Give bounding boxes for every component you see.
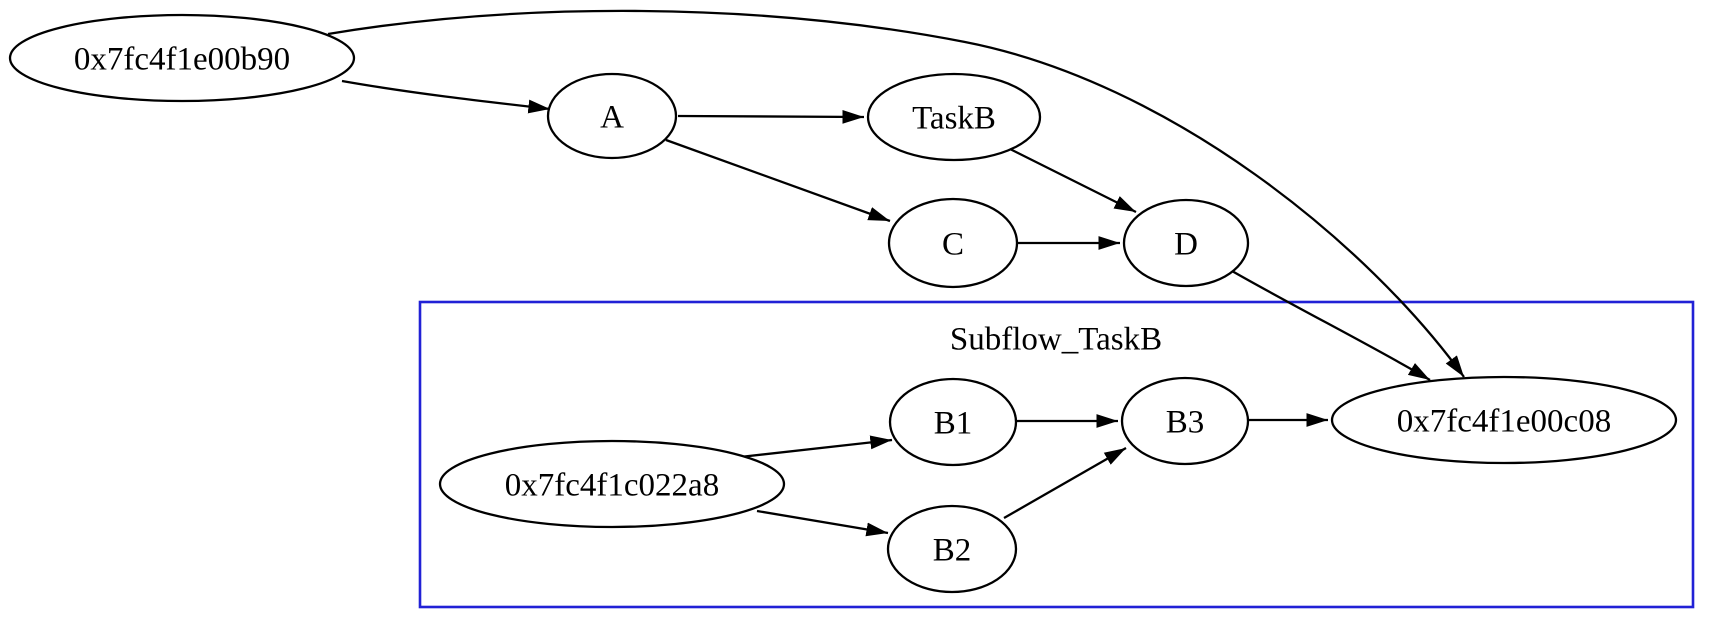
node-ellipse-c022a8 bbox=[438, 439, 786, 529]
node-ellipse-e00b90 bbox=[8, 13, 356, 103]
edge-e00b90-to-A bbox=[341, 79, 551, 114]
subflow-cluster-box bbox=[418, 300, 1695, 609]
node-TaskB: TaskB bbox=[866, 72, 1042, 162]
node-ellipse-B1 bbox=[888, 377, 1018, 467]
node-e00c08: 0x7fc4f1e00c08 bbox=[1330, 375, 1678, 465]
edge-A-to-TaskB bbox=[677, 109, 865, 124]
edge-A-to-C bbox=[665, 138, 891, 223]
node-label-e00b90: 0x7fc4f1e00b90 bbox=[74, 42, 290, 78]
edge-D-to-e00c08 bbox=[1231, 270, 1431, 381]
node-B1: B1 bbox=[888, 377, 1018, 467]
node-label-C: C bbox=[942, 227, 964, 263]
node-label-c022a8: 0x7fc4f1c022a8 bbox=[505, 468, 719, 504]
node-c022a8: 0x7fc4f1c022a8 bbox=[438, 439, 786, 529]
node-ellipse-B2 bbox=[886, 504, 1018, 594]
node-label-D: D bbox=[1174, 227, 1198, 263]
node-label-TaskB: TaskB bbox=[912, 101, 996, 137]
node-D: D bbox=[1122, 198, 1250, 288]
edge-B2-to-B3 bbox=[1003, 447, 1127, 519]
node-label-B1: B1 bbox=[934, 406, 973, 442]
edge-e00b90-to-e00c08 bbox=[327, 9, 1465, 378]
node-ellipse-C bbox=[887, 197, 1019, 289]
node-B3: B3 bbox=[1120, 376, 1250, 466]
node-C: C bbox=[887, 197, 1019, 289]
subflow-cluster-label: Subflow_TaskB bbox=[950, 322, 1162, 358]
edge-TaskB-to-D bbox=[1009, 147, 1137, 214]
node-label-A: A bbox=[600, 100, 624, 136]
edge-c022a8-to-B2 bbox=[756, 509, 889, 537]
node-B2: B2 bbox=[886, 504, 1018, 594]
node-ellipse-A bbox=[546, 72, 678, 160]
node-ellipse-TaskB bbox=[866, 72, 1042, 162]
edge-c022a8-to-B1 bbox=[739, 435, 893, 459]
node-ellipse-D bbox=[1122, 198, 1250, 288]
node-ellipse-e00c08 bbox=[1330, 375, 1678, 465]
node-A: A bbox=[546, 72, 678, 160]
node-e00b90: 0x7fc4f1e00b90 bbox=[8, 13, 356, 103]
node-label-e00c08: 0x7fc4f1e00c08 bbox=[1397, 404, 1611, 440]
node-ellipse-B3 bbox=[1120, 376, 1250, 466]
node-label-B3: B3 bbox=[1166, 405, 1205, 441]
node-label-B2: B2 bbox=[933, 533, 972, 569]
